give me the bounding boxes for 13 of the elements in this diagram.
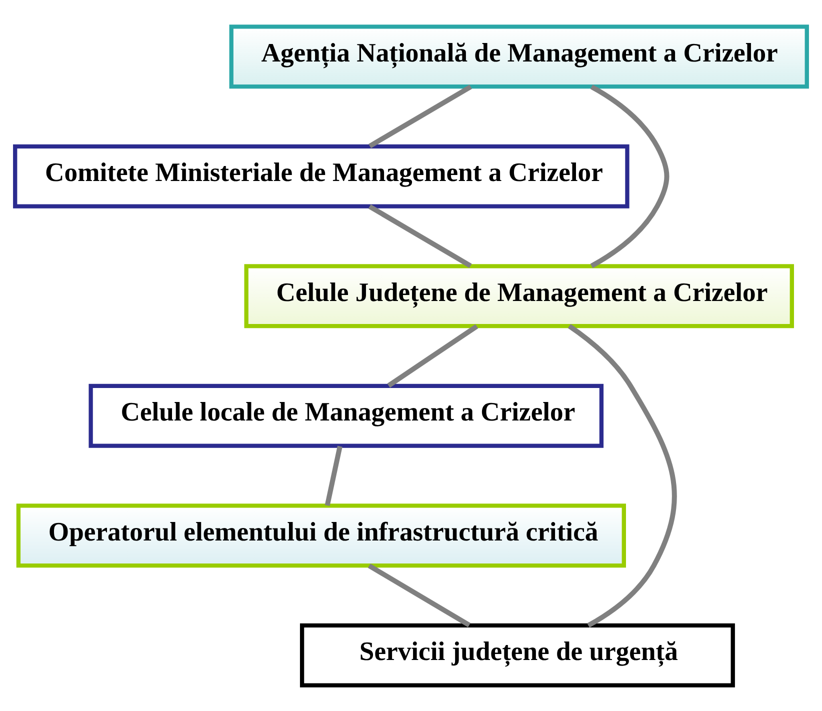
- connector: [568, 324, 677, 628]
- node-box: Servicii județene de urgență: [300, 622, 735, 687]
- connector: [324, 445, 342, 506]
- node-box: Celule locale de Management a Crizelor: [88, 383, 604, 448]
- node-box: Operatorul elementului de infrastructură critică: [16, 503, 626, 568]
- connector: [368, 204, 472, 268]
- node-box: Comitete Ministeriale de Management a Crizelor: [13, 144, 630, 208]
- connector: [368, 563, 471, 627]
- connector: [387, 324, 478, 388]
- node-box: Celule Județene de Management a Crizelor: [244, 264, 794, 328]
- connector: [590, 84, 670, 268]
- connector: [368, 84, 472, 148]
- node-box: Agenția Națională de Management a Crizelor: [229, 24, 809, 88]
